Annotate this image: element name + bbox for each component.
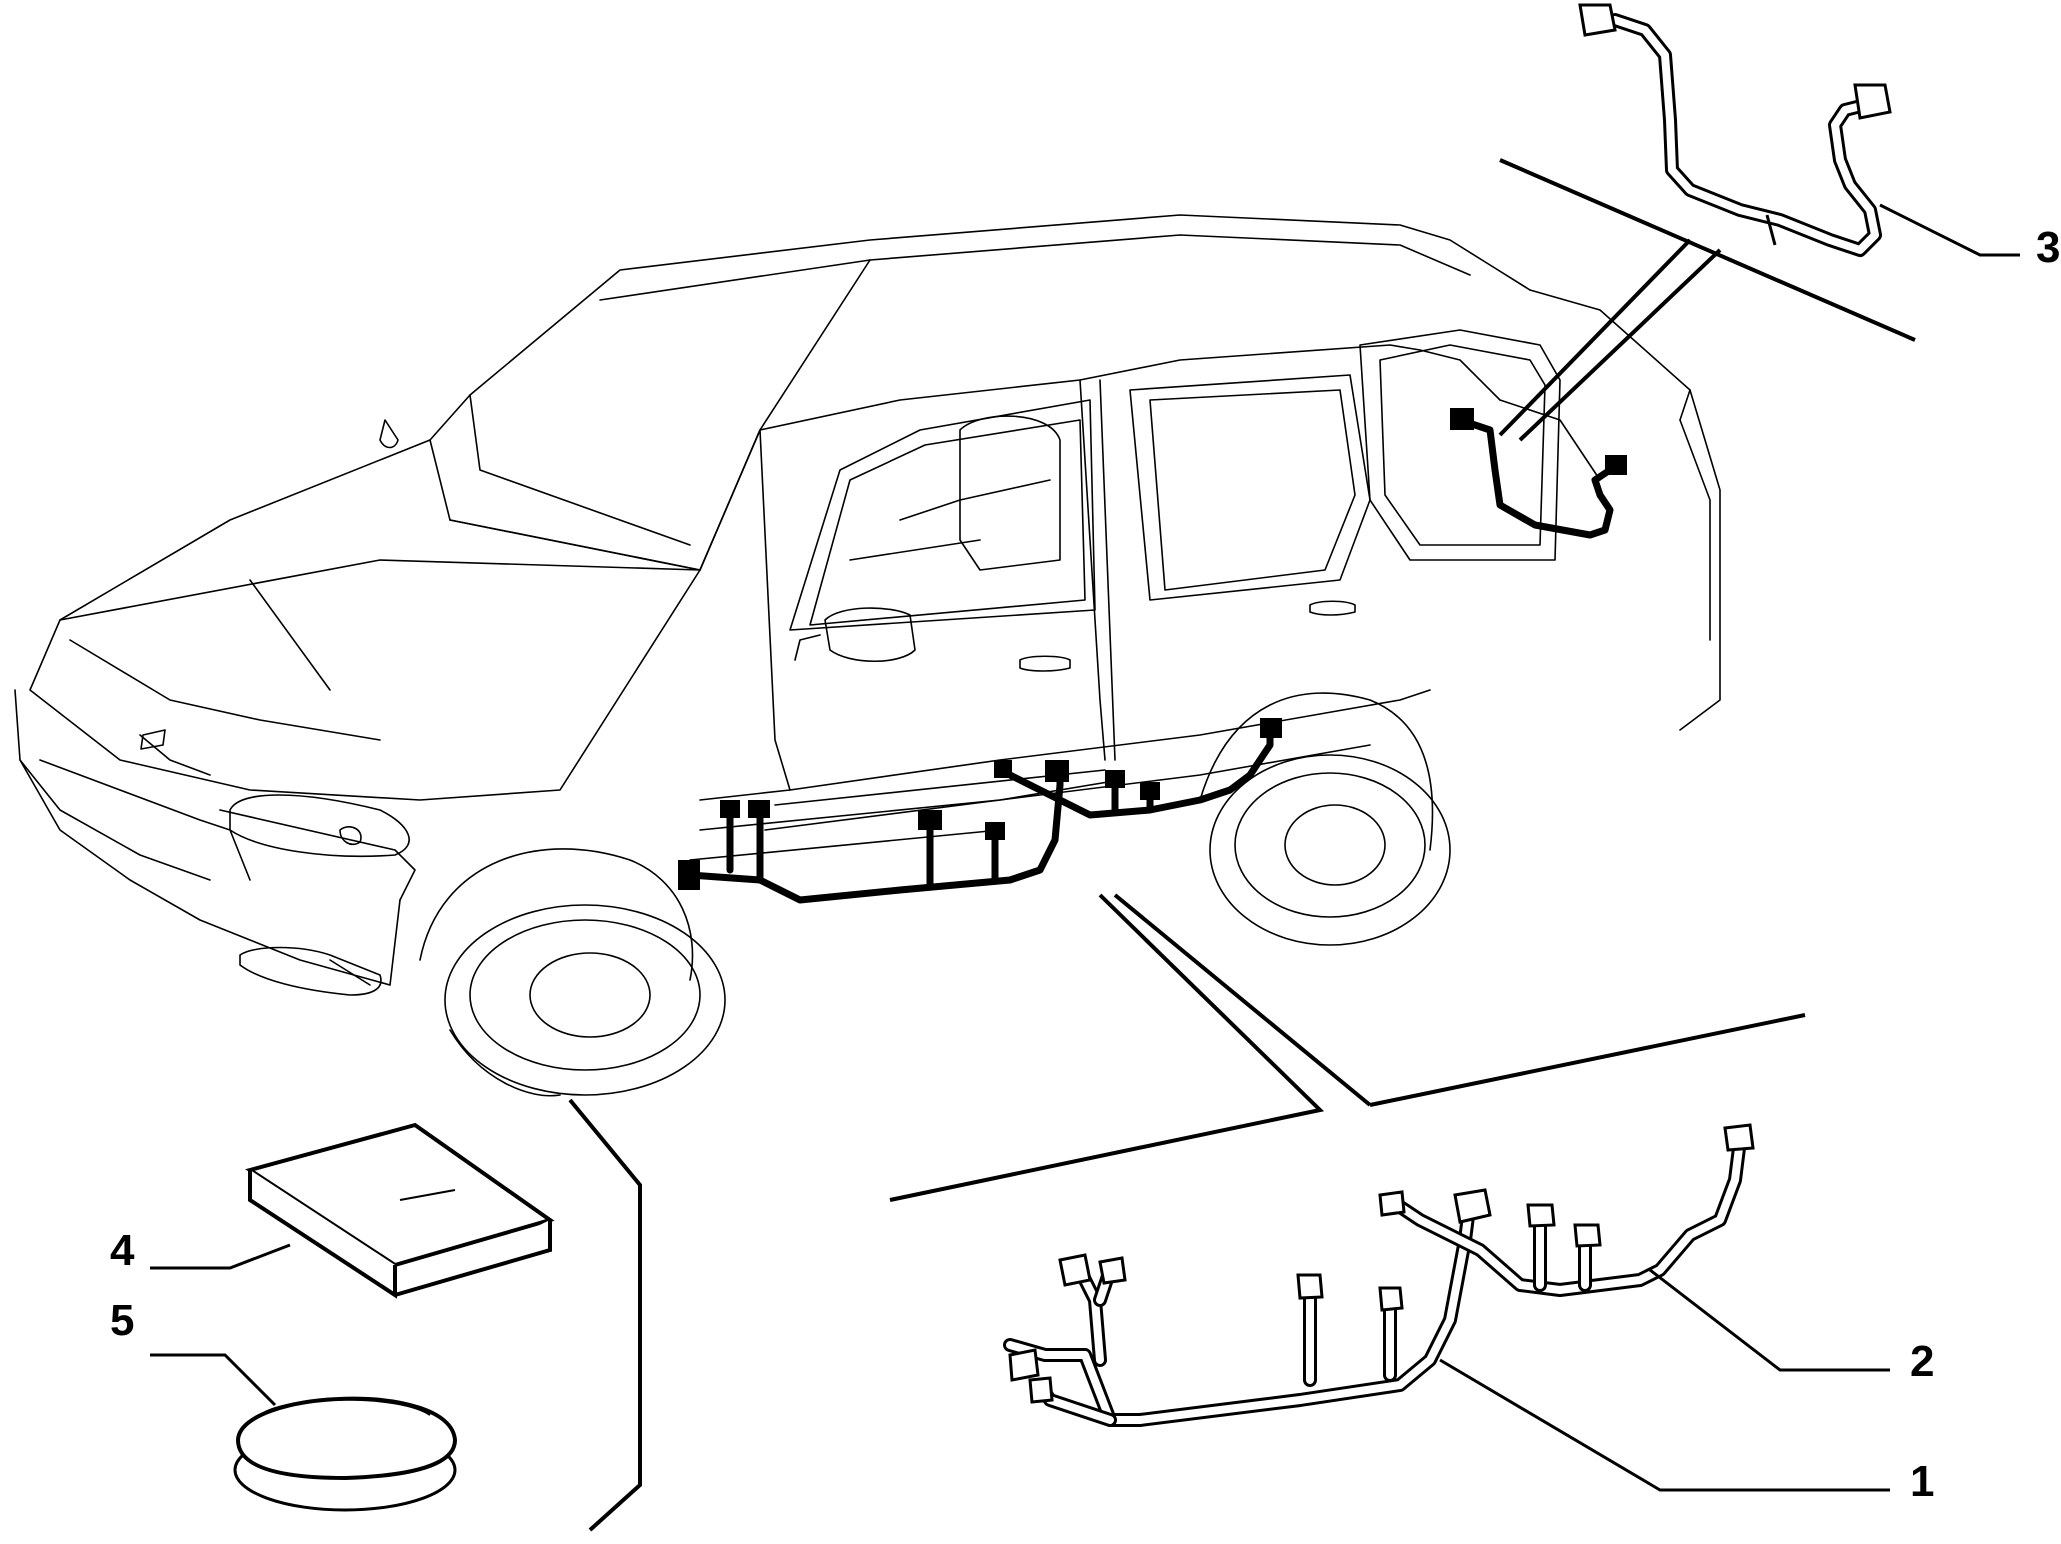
floor-harness-installed [678,718,1282,904]
part-5-oval-grommet [233,1396,458,1512]
tailgate-harness-installed [1450,408,1627,539]
pointer-lines [568,158,1916,1532]
callout-4-label: 4 [110,1226,135,1275]
part-3-tailgate-harness [1578,3,1892,257]
callout-1-label: 1 [1910,1457,1934,1506]
part-4-rectangular-pad [245,1122,555,1299]
callout-5-label: 5 [110,1296,134,1345]
part-1-front-floor-harness [1003,1188,1492,1427]
callout-2-label: 2 [1910,1337,1934,1386]
callout-3-label: 3 [2036,223,2060,272]
part-2-rear-floor-harness [1378,1123,1755,1297]
station-wagon-car-outline [14,214,1721,1097]
callout-leaders [150,203,2020,1492]
